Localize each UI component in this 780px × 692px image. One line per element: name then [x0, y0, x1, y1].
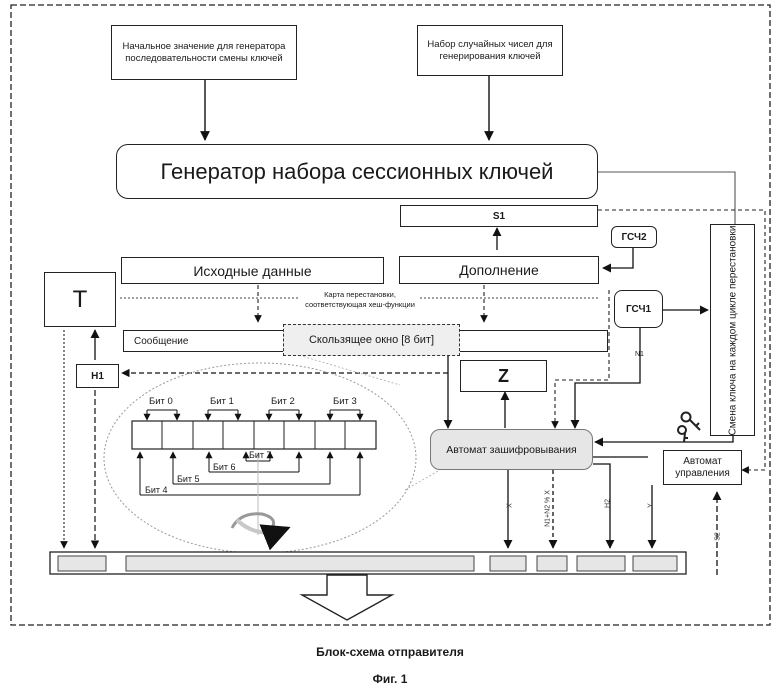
supplement-box: Дополнение	[399, 256, 599, 284]
bit-label-1: Бит 1	[210, 396, 234, 407]
z-label: Z	[498, 366, 509, 387]
h1-box: H1	[76, 364, 119, 388]
generator-box: Генератор набора сессионных ключей	[116, 144, 598, 199]
figure-number: Фиг. 1	[0, 672, 780, 686]
n1-label: N1	[635, 351, 644, 358]
z-box: Z	[460, 360, 547, 392]
sliding-window-box: Скользящее окно [8 бит]	[283, 324, 460, 356]
generator-label: Генератор набора сессионных ключей	[161, 159, 554, 185]
s2-label: S2	[715, 527, 722, 547]
message-label: Сообщение	[134, 336, 188, 347]
s1-label: S1	[493, 211, 505, 222]
h2-label: H2	[605, 494, 612, 514]
random-input-box: Набор случайных чисел для генерирования …	[417, 25, 563, 76]
t-box: T	[44, 272, 116, 327]
s1-box: S1	[400, 205, 598, 227]
gsch1-box: ГСЧ1	[614, 290, 663, 328]
y-label: Y	[648, 496, 655, 516]
t-label: T	[73, 286, 88, 314]
supplement-label: Дополнение	[459, 262, 539, 278]
perm-map-label: Карта перестановки, соответствующая хеш-…	[300, 290, 420, 310]
bit-label-3: Бит 3	[333, 396, 357, 407]
bit-label-2: Бит 2	[271, 396, 295, 407]
gsch1-label: ГСЧ1	[626, 304, 651, 315]
h1-label: H1	[91, 371, 104, 382]
source-data-box: Исходные данные	[121, 257, 384, 284]
n1n2-label: N1+N2 % X	[545, 489, 552, 529]
controller-box: Автомат управления	[663, 450, 742, 485]
source-data-label: Исходные данные	[193, 263, 311, 279]
gsch2-box: ГСЧ2	[611, 226, 657, 248]
x-label: X	[507, 496, 514, 516]
caption: Блок-схема отправителя	[0, 645, 780, 659]
seed-input-box: Начальное значение для генератора послед…	[111, 25, 297, 80]
bit-label-4: Бит 4	[145, 485, 168, 495]
encryptor-label: Автомат зашифровывания	[446, 444, 576, 456]
keys-icon	[678, 413, 700, 443]
output-arrow	[302, 575, 392, 620]
gsch2-label: ГСЧ2	[621, 232, 646, 243]
sliding-window-label: Скользящее окно [8 бит]	[309, 334, 434, 346]
seed-input-label: Начальное значение для генератора послед…	[118, 41, 290, 65]
bit-label-5: Бит 5	[177, 474, 200, 484]
bit-label-0: Бит 0	[149, 396, 173, 407]
key-change-label: Смена ключа на каждом цикле перестановки	[727, 225, 738, 435]
bit-label-6: Бит 6	[213, 462, 236, 472]
random-input-label: Набор случайных чисел для генерирования …	[426, 39, 554, 63]
encryptor-box: Автомат зашифровывания	[430, 429, 593, 470]
bit-label-7: Бит 7	[249, 450, 272, 460]
controller-label: Автомат управления	[664, 456, 741, 480]
key-change-box: Смена ключа на каждом цикле перестановки	[710, 224, 755, 436]
